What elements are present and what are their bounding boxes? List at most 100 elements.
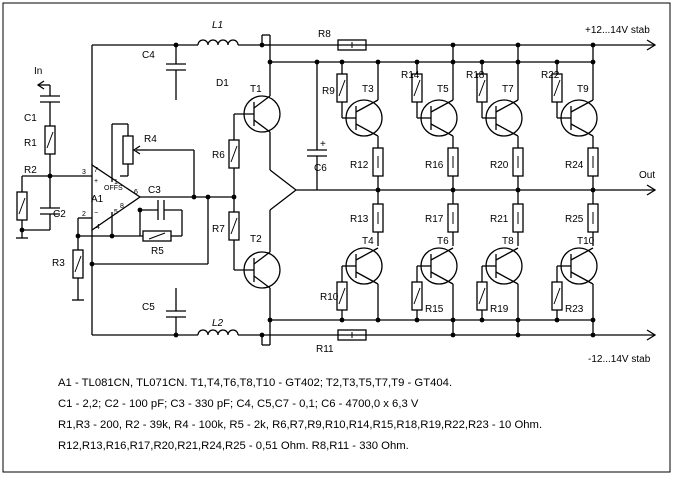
- schematic-stroke: [430, 247, 454, 261]
- junction-dot: [75, 233, 81, 239]
- schematic-stroke: [570, 247, 594, 261]
- junction-dot: [590, 187, 596, 193]
- opamp-offs: OFFS: [104, 185, 123, 192]
- resistor-r19-mark: [478, 287, 486, 305]
- label-C3: C3: [148, 185, 161, 196]
- schematic-stroke: [355, 271, 379, 285]
- label-t3: T3: [362, 84, 374, 95]
- positive-rail: [262, 39, 657, 63]
- label-T2: T2: [250, 234, 262, 245]
- label-C1: C1: [24, 113, 37, 124]
- label-t7: T7: [502, 84, 514, 95]
- junction-dot: [19, 227, 25, 233]
- label-r20: R20: [490, 160, 509, 171]
- label-A1: A1: [91, 194, 104, 205]
- label-t10: T10: [577, 236, 595, 247]
- capacitor-C4: [166, 45, 186, 100]
- resistor-r22-mark: [553, 79, 561, 97]
- junction-dot: [205, 194, 211, 200]
- svg-text:+: +: [94, 178, 98, 185]
- opamp-pin-3: 3: [82, 169, 86, 176]
- inductor-L2: [92, 329, 262, 336]
- junction-dot: [191, 194, 197, 200]
- label-t5: T5: [437, 84, 449, 95]
- junction-dot: [375, 317, 381, 323]
- junction-dot: [173, 42, 179, 48]
- diagram-border: [2, 2, 671, 473]
- inductor-L1: [92, 39, 262, 46]
- label-r12: R12: [350, 160, 369, 171]
- label-in: In: [34, 66, 42, 77]
- note-line-2: C1 - 2,2; C2 - 100 pF; C3 - 330 pF; C4, …: [58, 398, 419, 410]
- transistor-T1: [234, 62, 281, 170]
- transistor-T2: [234, 210, 281, 320]
- schematic-stroke: [430, 271, 454, 285]
- resistor-R5: [120, 210, 183, 242]
- label-out: Out: [639, 170, 655, 181]
- junction-dot: [47, 173, 53, 179]
- label-D1: D1: [216, 78, 229, 89]
- junction-dot: [554, 317, 560, 323]
- label-R6: R6: [212, 150, 225, 161]
- label-C6: C6: [314, 163, 327, 174]
- label-t9: T9: [577, 84, 589, 95]
- resistor-R3: [72, 218, 84, 300]
- opamp-pin-4: 4: [96, 224, 100, 231]
- junction-dot: [375, 187, 381, 193]
- label-R2: R2: [24, 165, 37, 176]
- junction-dot: [259, 42, 265, 48]
- resistor-R11: [337, 329, 367, 341]
- opamp-pin-8: 8: [120, 203, 124, 210]
- opamp-pin-5: 5: [114, 209, 118, 216]
- label-r18: R18: [466, 70, 485, 81]
- label-supply-positive: +12...14V stab: [585, 25, 650, 36]
- junction-dot: [314, 59, 320, 65]
- junction-dot: [375, 59, 381, 65]
- schematic-stroke: [430, 123, 454, 137]
- input-terminal: [36, 80, 51, 96]
- label-r22: R22: [541, 70, 560, 81]
- junction-dot: [231, 194, 237, 200]
- note-line-4: R12,R13,R16,R17,R20,R21,R24,R25 - 0,51 O…: [58, 440, 409, 452]
- output-stages: T3T4R9R12R13R10T5T6R14R16R17R15T7T8R18R2…: [19, 42, 599, 338]
- label-C4: C4: [142, 50, 155, 61]
- label-R7: R7: [212, 224, 225, 235]
- opamp-pin-2: 2: [82, 211, 86, 218]
- component-notes: A1 - TL081CN, TL071CN. T1,T4,T6,T8,T10 -…: [58, 373, 668, 457]
- resistor-R6: [228, 139, 240, 169]
- resistor-r15-mark: [413, 287, 421, 305]
- junction-dot: [259, 332, 265, 338]
- junction-dot: [267, 317, 273, 323]
- junction-dot: [414, 317, 420, 323]
- label-R1: R1: [24, 138, 37, 149]
- resistor-r18-mark: [478, 79, 486, 97]
- junction-dot: [554, 59, 560, 65]
- junction-dot: [339, 317, 345, 323]
- opamp-pin-6: 6: [134, 189, 138, 196]
- note-line-1: A1 - TL081CN, TL071CN. T1,T4,T6,T8,T10 -…: [58, 377, 453, 389]
- label-r16: R16: [425, 160, 444, 171]
- label-t8: T8: [502, 236, 514, 247]
- opamp-pin-7: 7: [94, 167, 98, 174]
- label-R5: R5: [151, 246, 164, 257]
- opamp-A1: + −: [91, 163, 142, 232]
- label-r9: R9: [322, 86, 335, 97]
- potentiometer-R4: [111, 123, 195, 197]
- resistor-R2: [16, 175, 50, 238]
- label-t6: T6: [437, 236, 449, 247]
- label-r19: R19: [490, 304, 509, 315]
- opamp-pin-1: 1: [114, 179, 118, 186]
- label-r10: R10: [320, 292, 339, 303]
- junction-dot: [137, 207, 143, 213]
- resistor-r10-mark: [338, 287, 346, 305]
- schematic-stroke: [570, 99, 594, 113]
- label-L2: L2: [212, 318, 224, 329]
- resistor-r23-mark: [553, 287, 561, 305]
- junction-dot: [267, 59, 273, 65]
- label-C2: C2: [53, 209, 66, 220]
- schematic-stroke: [495, 123, 519, 137]
- capacitor-C6: +: [307, 62, 327, 178]
- label-C5: C5: [142, 302, 155, 313]
- junction-dot: [109, 233, 115, 239]
